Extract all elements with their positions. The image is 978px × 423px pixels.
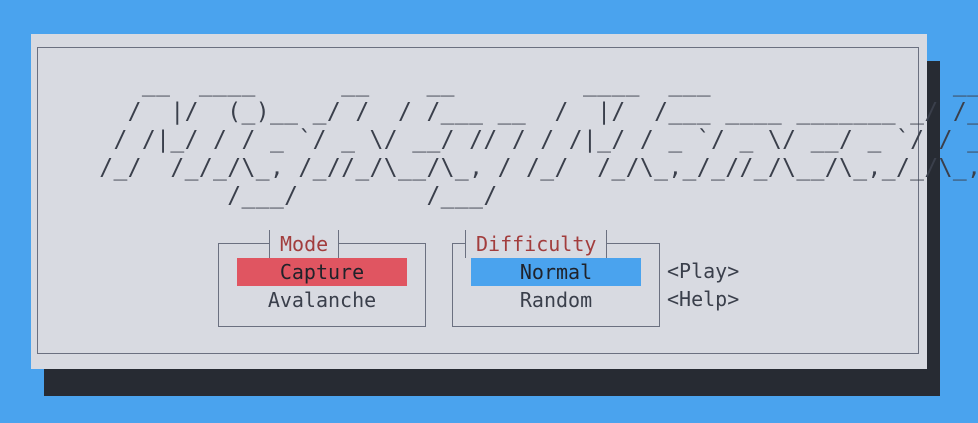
mode-option-avalanche[interactable]: Avalanche [267, 288, 377, 312]
mode-panel-title: Mode [269, 230, 340, 258]
mode-panel: Mode Capture Avalanche [218, 230, 426, 327]
dialog-border [37, 47, 919, 354]
help-button[interactable]: <Help> [667, 287, 740, 311]
difficulty-option-normal[interactable]: Normal [471, 258, 641, 286]
mode-option-capture[interactable]: Capture [237, 258, 407, 286]
difficulty-option-random[interactable]: Random [519, 288, 593, 312]
difficulty-panel-title: Difficulty [465, 230, 608, 258]
difficulty-panel: Difficulty Normal Random [452, 230, 660, 327]
main-menu-dialog: __ ____ __ __ ____ ___ __ / |/ (_)__ _/ … [31, 34, 978, 369]
play-button[interactable]: <Play> [667, 259, 740, 283]
game-title-banner: __ ____ __ __ ____ ___ __ / |/ (_)__ _/ … [99, 71, 978, 209]
